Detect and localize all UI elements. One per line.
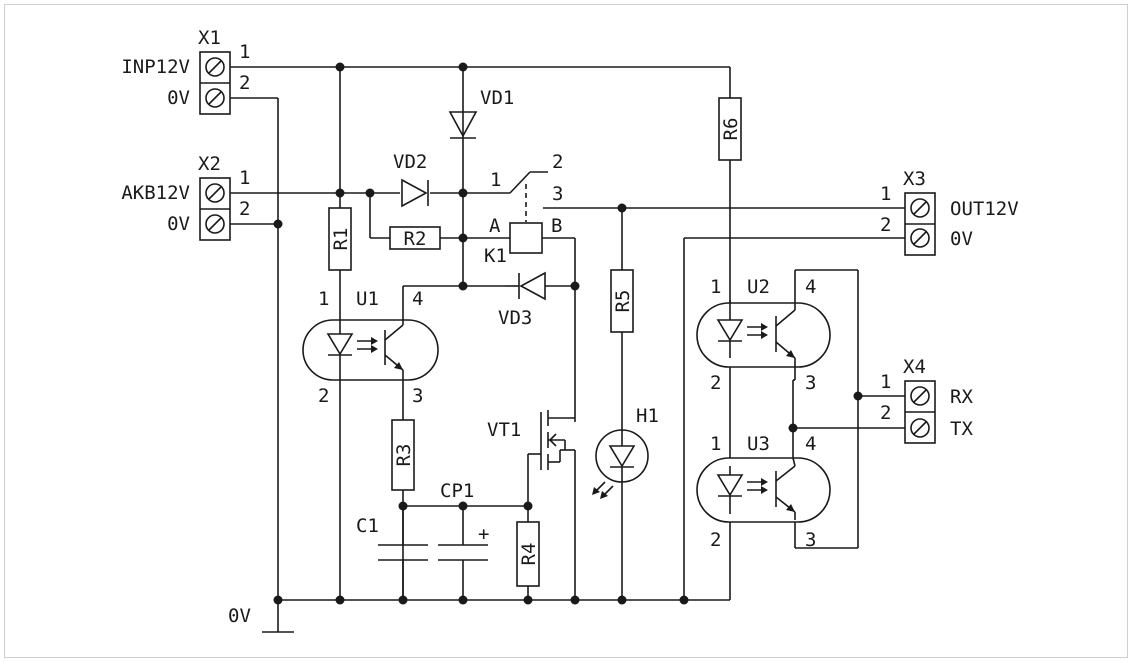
optocoupler-u2: U2 1 2 3 4: [696, 276, 831, 394]
h1-label: H1: [636, 405, 659, 427]
x3-pin1: 1: [880, 183, 891, 205]
vd1-label: VD1: [480, 87, 514, 109]
x3-label-0v: 0V: [950, 228, 973, 250]
capacitor-cp1: CP1 +: [438, 480, 489, 561]
vd3-label: VD3: [498, 307, 532, 329]
x1-pin1: 1: [239, 41, 250, 63]
vd2-label: VD2: [393, 151, 427, 173]
connector-x3: X3 1 2 OUT12V 0V: [880, 168, 1019, 256]
cp1-polarity: +: [478, 523, 489, 545]
x1-label-inp12v: INP12V: [121, 56, 190, 78]
wires: [230, 66, 905, 632]
u2-pin2: 2: [710, 372, 721, 394]
u1-ref: U1: [356, 288, 379, 310]
u1-pin4: 4: [412, 288, 423, 310]
connector-x1: X1 1 2 INP12V 0V: [121, 27, 250, 115]
x2-pin1: 1: [239, 167, 250, 189]
x4-label-rx: RX: [950, 386, 973, 408]
resistor-r6: R6: [718, 97, 742, 161]
diode-vd2: VD2: [393, 151, 429, 208]
x3-label-out12v: OUT12V: [950, 198, 1019, 220]
resistor-r5: R5: [610, 269, 634, 333]
x1-ref: X1: [198, 27, 221, 49]
k1-coil-a: A: [489, 215, 501, 237]
u2-pin4: 4: [805, 276, 816, 298]
x3-ref: X3: [903, 168, 926, 190]
k1-ref: K1: [484, 245, 507, 267]
x1-label-0v: 0V: [167, 87, 190, 109]
u3-pin3: 3: [805, 529, 816, 551]
u3-pin1: 1: [710, 433, 721, 455]
x4-pin2: 2: [880, 402, 891, 424]
u1-pin2: 2: [318, 385, 329, 407]
r4-label: R4: [518, 543, 540, 566]
x4-pin1: 1: [880, 371, 891, 393]
u1-pin3: 3: [412, 385, 423, 407]
u2-pin1: 1: [710, 276, 721, 298]
connector-x2: X2 1 2 AKB12V 0V: [121, 153, 250, 241]
u2-pin3: 3: [805, 372, 816, 394]
k1-pin2: 2: [552, 151, 563, 173]
r3-label: R3: [393, 444, 415, 467]
resistor-r1: R1: [328, 207, 352, 271]
schematic-frame: [4, 4, 1128, 658]
k1-pin1: 1: [490, 169, 501, 191]
u3-ref: U3: [747, 433, 770, 455]
resistor-r2: R2: [389, 226, 441, 250]
cp1-label: CP1: [440, 480, 474, 502]
k1-pin3: 3: [552, 183, 563, 205]
optocoupler-u1: U1 1 2 3 4: [302, 288, 439, 407]
u1-pin1: 1: [318, 288, 329, 310]
diode-vd1: VD1: [448, 87, 514, 148]
x4-ref: X4: [903, 356, 926, 378]
connector-x4: X4 1 2 RX TX: [880, 356, 973, 444]
led-h1: H1: [592, 405, 659, 499]
x2-ref: X2: [198, 153, 221, 175]
x4-label-tx: TX: [950, 418, 973, 440]
u3-pin4: 4: [805, 433, 816, 455]
r1-label: R1: [330, 228, 352, 251]
r6-label: R6: [720, 118, 742, 141]
transistor-vt1: VT1: [487, 410, 575, 470]
u3-pin2: 2: [710, 529, 721, 551]
k1-coil-b: B: [551, 215, 562, 237]
r5-label: R5: [612, 290, 634, 313]
resistor-r3: R3: [391, 419, 415, 491]
resistor-r4: R4: [516, 521, 540, 587]
diode-vd3: VD3: [498, 271, 546, 329]
optocoupler-u3: U3 1 2 3 4: [696, 433, 831, 551]
x2-label-akb12v: AKB12V: [121, 182, 190, 204]
x2-pin2: 2: [239, 198, 250, 220]
r2-label: R2: [404, 228, 427, 250]
ground-symbol: 0V: [228, 605, 294, 633]
c1-label: C1: [356, 515, 379, 537]
x1-pin2: 2: [239, 72, 250, 94]
relay-k1: K1 A B 1 2 3: [484, 151, 563, 267]
x2-label-0v: 0V: [167, 213, 190, 235]
u2-ref: U2: [747, 276, 770, 298]
capacitor-c1: C1: [356, 515, 428, 561]
x3-pin2: 2: [880, 214, 891, 236]
ground-label: 0V: [228, 605, 251, 627]
junction-dots: [273, 62, 863, 605]
vt1-label: VT1: [487, 419, 521, 441]
